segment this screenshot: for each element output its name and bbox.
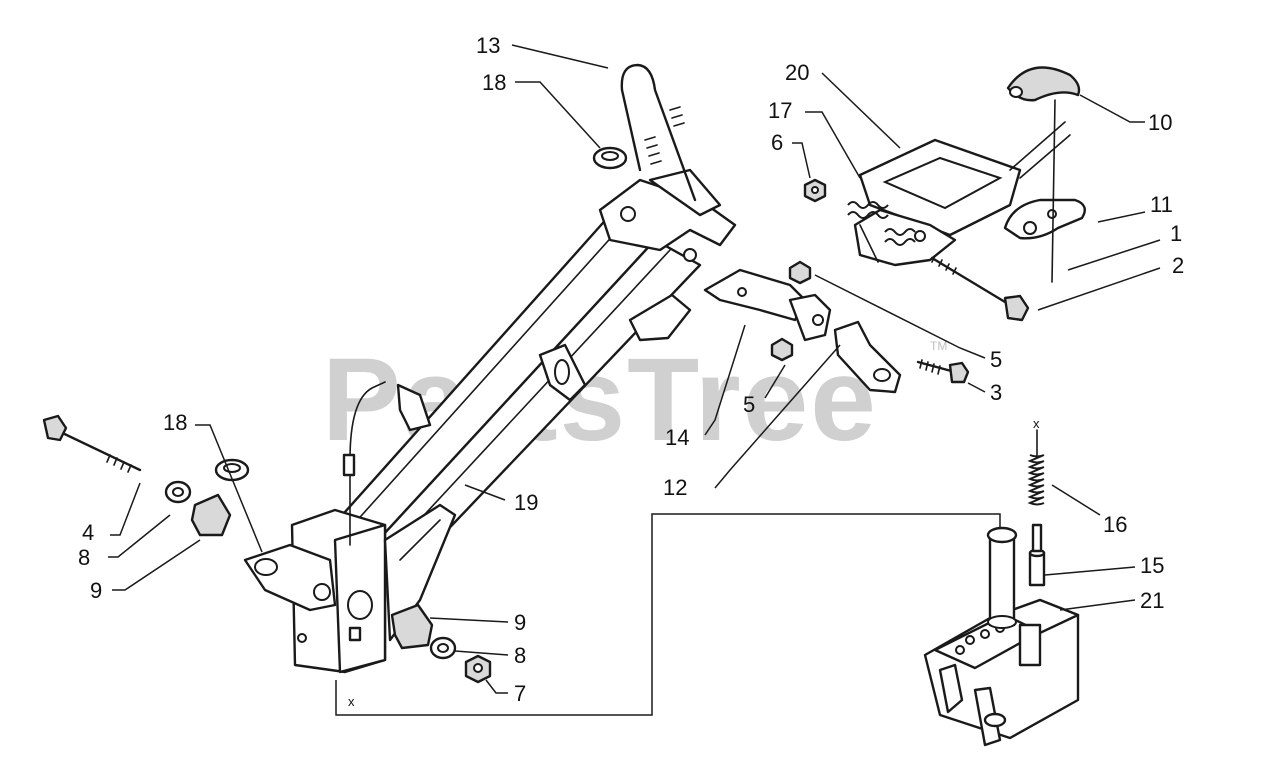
grommet-top: [592, 146, 628, 170]
marker-x-top: x: [1033, 416, 1040, 431]
callout-10: 10: [1148, 110, 1172, 135]
clamp-12: [833, 320, 902, 394]
callout-15: 15: [1140, 553, 1164, 578]
callout-4: 4: [82, 520, 94, 545]
long-bolt-2: [930, 255, 1030, 322]
left-hardware: [42, 414, 250, 537]
control-cable: [342, 381, 386, 546]
callout-5-right: 5: [990, 347, 1002, 372]
callout-13: 13: [476, 33, 500, 58]
callout-20: 20: [785, 60, 809, 85]
pivot-frame: [853, 121, 1071, 267]
bracket-14: [703, 268, 832, 342]
main-frame-tube: [318, 168, 737, 587]
callout-3: 3: [990, 380, 1002, 405]
callout-18-left: 18: [163, 410, 187, 435]
callout-16: 16: [1103, 512, 1127, 537]
front-bracket: [243, 503, 457, 674]
callout-labels: 13 18 20 17 6 10 11 1 2 5 5 3 14 12 18 1…: [78, 33, 1184, 706]
callout-2: 2: [1172, 253, 1184, 278]
callout-14: 14: [665, 425, 689, 450]
callout-8-right: 8: [514, 643, 526, 668]
callout-18-top: 18: [482, 70, 506, 95]
watermark-trademark: TM: [930, 339, 947, 353]
callout-5-left: 5: [743, 392, 755, 417]
callout-1: 1: [1170, 221, 1182, 246]
lift-assembly: [923, 429, 1080, 747]
right-lower-hardware: [390, 603, 492, 684]
callout-9-right: 9: [514, 610, 526, 635]
callout-17: 17: [768, 98, 792, 123]
assembly-connection-line: [335, 513, 1001, 716]
marker-x-bottom: x: [348, 694, 355, 709]
callout-6: 6: [771, 130, 783, 155]
callout-19: 19: [514, 490, 538, 515]
handle-grip-10: [1006, 66, 1081, 102]
leader-lines: [108, 44, 1161, 694]
callout-11: 11: [1150, 192, 1173, 217]
callout-8-left: 8: [78, 545, 90, 570]
hex-nuts-5: [770, 260, 812, 362]
callout-7: 7: [514, 681, 526, 706]
callout-21: 21: [1140, 588, 1164, 613]
u-bolt: [620, 63, 697, 202]
pin-1: [1051, 99, 1056, 283]
x-markers: x x: [348, 416, 1040, 709]
hex-nut-6: [803, 178, 827, 203]
torsion-springs: [847, 201, 916, 263]
callout-12: 12: [663, 475, 687, 500]
callout-9-left: 9: [90, 578, 102, 603]
bolt-3: [916, 359, 970, 384]
latch-11: [1003, 198, 1086, 240]
